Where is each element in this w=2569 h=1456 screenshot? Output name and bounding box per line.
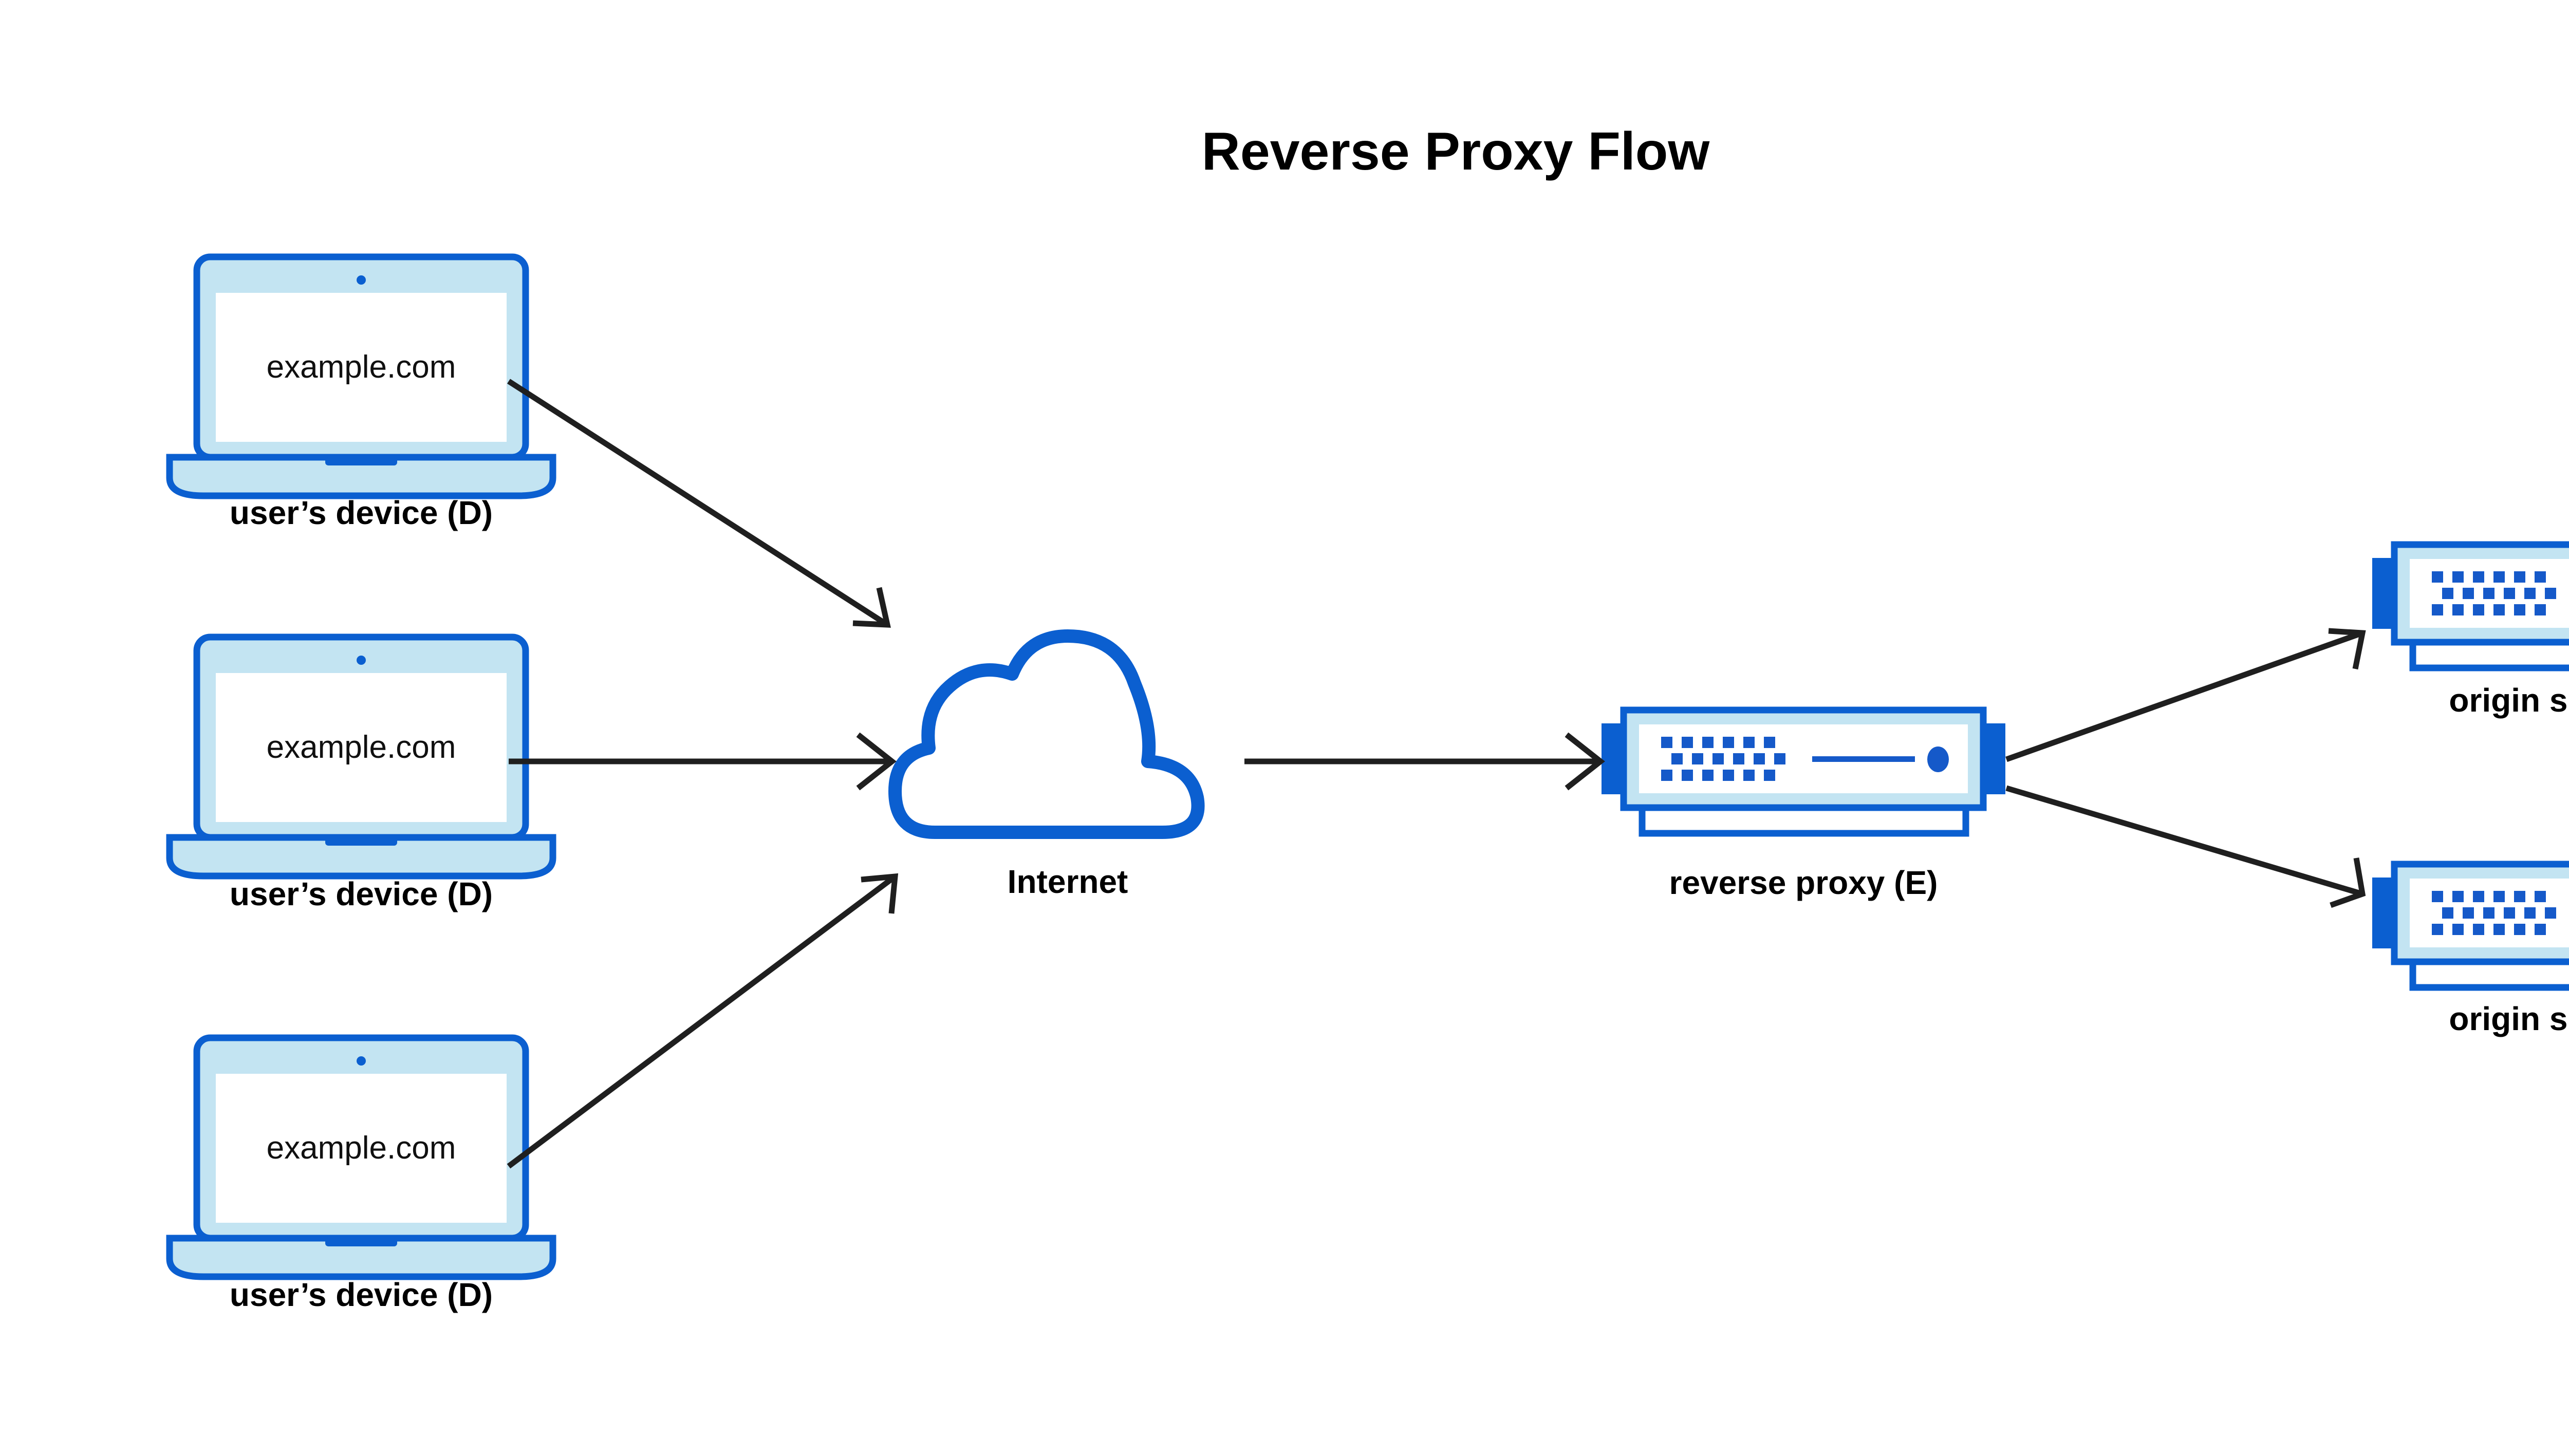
laptop-base — [166, 1235, 556, 1280]
flow-arrow-device-bottom-to-internet — [507, 873, 899, 1169]
origin-server-label-top: origin server (F) — [2449, 682, 2569, 719]
laptop-trackpad-notch — [325, 837, 397, 846]
server-vent-dots-icon — [1661, 737, 1785, 781]
laptop-base — [166, 834, 556, 880]
server-shelf — [1639, 803, 1969, 837]
cloud-icon — [888, 629, 1205, 839]
laptop-screen-text: example.com — [267, 349, 456, 385]
device-node-top[interactable]: example.com user’s device (D) — [166, 253, 556, 531]
origin-server-node-bottom[interactable]: origin server (F) — [2372, 861, 2569, 1037]
laptop-camera-icon — [357, 1056, 366, 1066]
server-status-line-icon — [1812, 756, 1915, 762]
device-node-middle[interactable]: example.com user’s device (D) — [166, 633, 556, 912]
server-vent-dots-icon — [2432, 891, 2556, 935]
internet-cloud-node[interactable]: Internet — [888, 629, 1205, 900]
internet-label: Internet — [1008, 863, 1128, 900]
flow-arrow-device-middle-to-internet — [509, 732, 897, 791]
laptop-screen-text: example.com — [267, 1130, 456, 1166]
laptop-base — [166, 454, 556, 499]
flow-arrow-internet-to-proxy — [1244, 732, 1605, 791]
laptop-camera-icon — [357, 275, 366, 285]
server-shelf — [2409, 957, 2569, 991]
page-title: Reverse Proxy Flow — [1202, 122, 1710, 181]
server-face — [1639, 724, 1968, 793]
device-label-bottom: user’s device (D) — [230, 1276, 493, 1313]
device-node-bottom[interactable]: example.com user’s device (D) — [166, 1034, 556, 1313]
laptop-trackpad-notch — [325, 457, 397, 465]
server-shelf — [2409, 638, 2569, 671]
server-indicator-dot-icon — [1927, 746, 1949, 772]
laptop-camera-icon — [357, 656, 366, 665]
device-label-middle: user’s device (D) — [230, 875, 493, 912]
server-vent-dots-icon — [2432, 571, 2556, 615]
flow-arrow-proxy-to-origin-top — [2005, 628, 2366, 762]
origin-server-label-bottom: origin server (F) — [2449, 1000, 2569, 1037]
device-label-top: user’s device (D) — [230, 494, 493, 531]
laptop-screen — [216, 1074, 507, 1223]
laptop-screen — [216, 673, 507, 822]
flow-arrow-proxy-to-origin-bottom — [2005, 785, 2366, 908]
flow-arrow-device-top-to-internet — [507, 379, 891, 628]
laptop-screen — [216, 293, 507, 442]
laptop-trackpad-notch — [325, 1238, 397, 1246]
origin-server-node-top[interactable]: origin server (F) — [2372, 541, 2569, 719]
reverse-proxy-node[interactable]: reverse proxy (E) — [1602, 706, 2005, 901]
laptop-screen-text: example.com — [267, 730, 456, 765]
reverse-proxy-label: reverse proxy (E) — [1669, 864, 1938, 901]
